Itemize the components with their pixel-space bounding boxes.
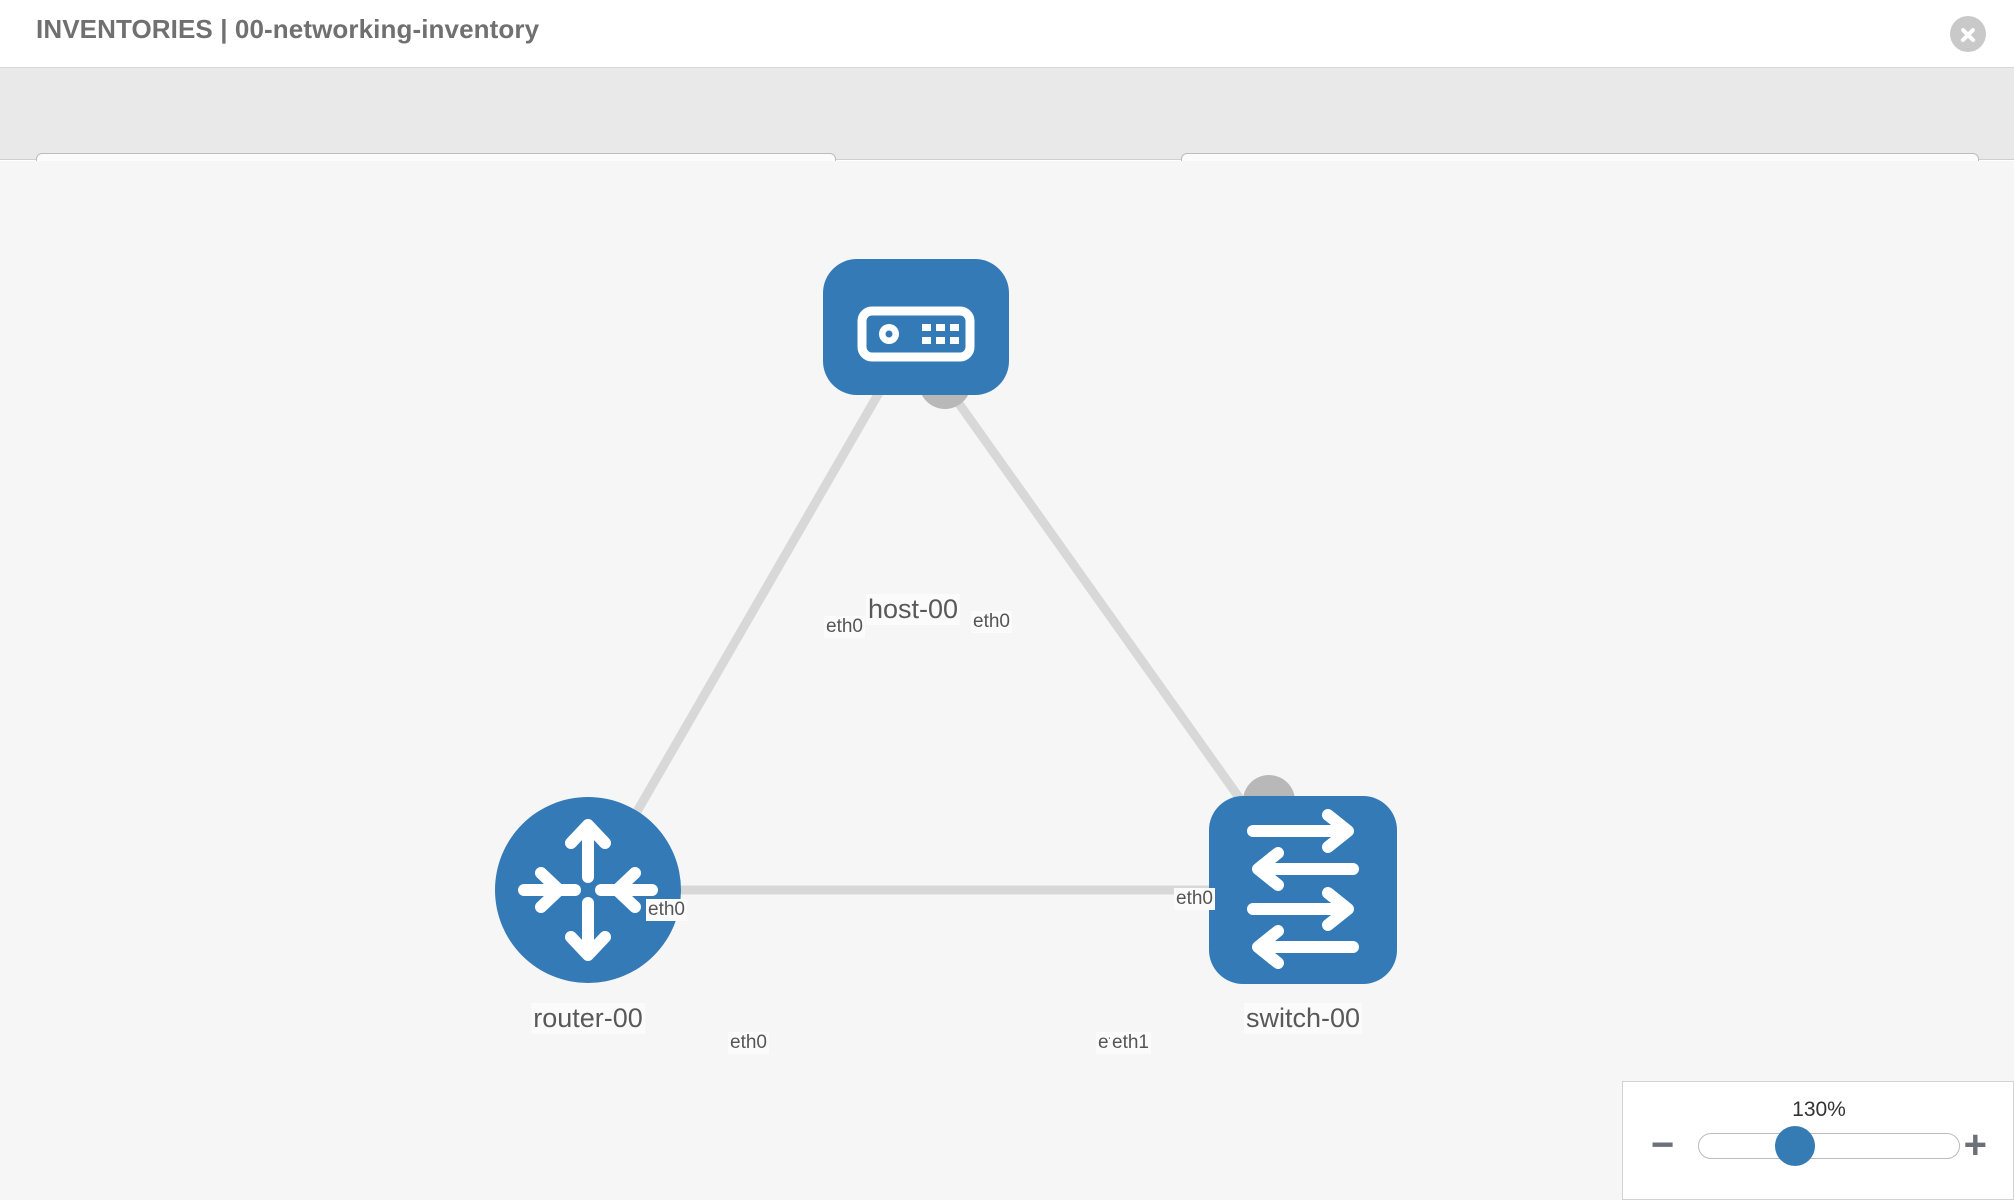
topology-canvas[interactable]: host-00 router-00 switch-00 eth0 eth0 et… [0,161,2014,1200]
zoom-level-value: 130% [1792,1098,1846,1121]
zoom-out-button[interactable]: − [1651,1123,1675,1167]
switch-arrows-icon [1247,809,1359,969]
close-icon[interactable] [1950,16,1986,52]
zoom-in-button[interactable]: + [1963,1123,1987,1167]
topology-interface-stubs [615,357,1295,916]
link-host-switch[interactable] [946,388,1274,844]
zoom-control-panel: 130% − + [1622,1081,2014,1200]
iface-label-switch-eth1: eth1 [1110,1032,1151,1054]
link-host-router[interactable] [616,388,884,844]
zoom-slider-thumb[interactable] [1775,1126,1815,1166]
page-title: INVENTORIES | 00-networking-inventory [36,14,540,44]
node-label-switch-00: switch-00 [1243,1003,1363,1034]
zoom-slider-track[interactable] [1698,1133,1960,1159]
iface-label-switch-uplink: eth0 [1174,888,1215,910]
server-icon [857,306,975,362]
iface-label-host-right: eth0 [971,611,1012,633]
node-switch-00[interactable] [1209,796,1397,984]
node-label-router-00: router-00 [531,1003,645,1034]
node-router-00[interactable] [495,797,681,983]
topology-graph [495,259,1397,984]
router-arrows-icon [518,819,658,961]
node-label-host-00: host-00 [865,594,961,625]
node-host-00[interactable] [823,259,1009,395]
toolbar: ACTIONS SEARCH [0,68,2014,211]
topology-links [616,388,1274,895]
iface-label-router-uplink: eth0 [646,899,687,921]
page-header: INVENTORIES | 00-networking-inventory [0,0,2014,68]
iface-label-host-left: eth0 [824,616,865,638]
iface-label-router-eth0: eth0 [728,1032,769,1054]
